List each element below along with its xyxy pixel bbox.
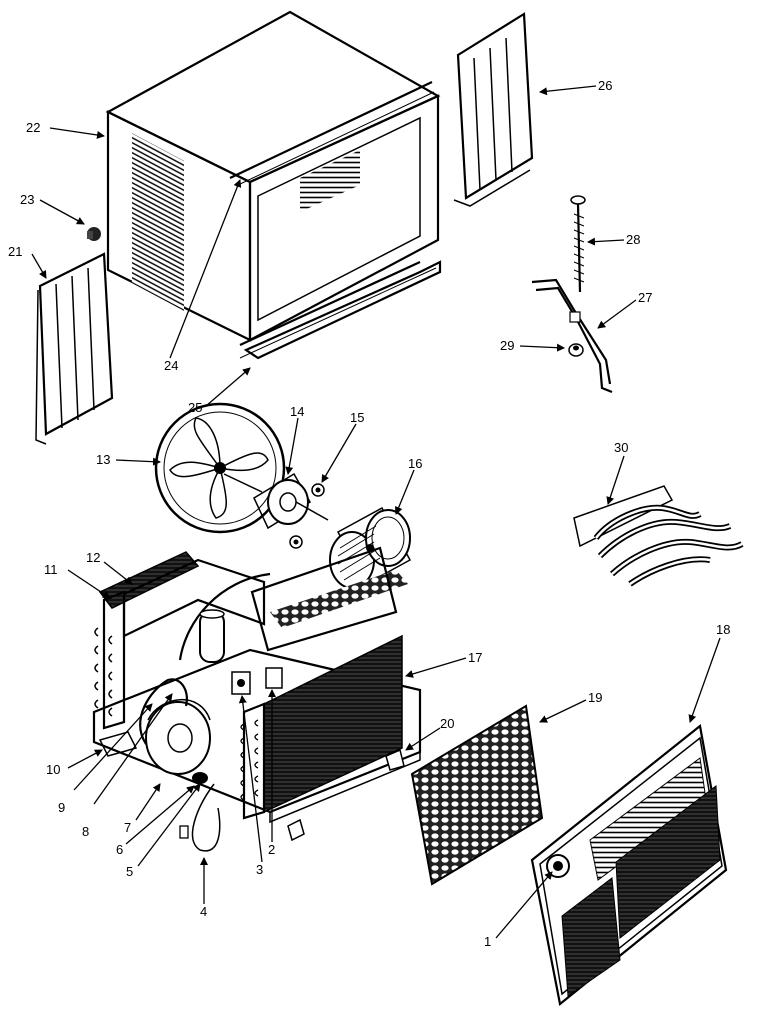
- callout-21: 21: [8, 244, 22, 259]
- fan-blade-part-13: [154, 402, 286, 534]
- cabinet-side-louvers: [132, 133, 184, 311]
- callout-labels: 22 23 21 24 25 26 28 27 29 30 13 14 15 1…: [8, 78, 730, 949]
- callout-18: 18: [716, 622, 730, 637]
- control-part-2: [231, 671, 251, 695]
- screw-part-23: [87, 227, 101, 241]
- motor-part-14: [223, 472, 329, 530]
- filter-part-19: [410, 704, 544, 886]
- callout-10: 10: [46, 762, 60, 777]
- callout-3: 3: [256, 862, 263, 877]
- callout-14: 14: [290, 404, 304, 419]
- callout-1: 1: [484, 934, 491, 949]
- power-cord-part-5: [191, 783, 221, 852]
- refrigerant-tube-part-8: [139, 678, 188, 745]
- callout-16: 16: [408, 456, 422, 471]
- nut-part-29: [568, 343, 584, 357]
- callout-8: 8: [82, 824, 89, 839]
- support-bracket-part-27: [531, 278, 613, 394]
- callout-12: 12: [86, 550, 100, 565]
- callout-2: 2: [268, 842, 275, 857]
- callout-23: 23: [20, 192, 34, 207]
- plug-part-4: [179, 825, 189, 839]
- leader-lines: [31, 85, 721, 939]
- callout-26: 26: [598, 78, 612, 93]
- cabinet-part-22: [105, 10, 441, 359]
- grommet-part-6: [192, 772, 208, 784]
- heater-element-part-30: [573, 485, 744, 587]
- bottom-rail-part-25: [243, 260, 442, 360]
- compressor-part-7: [145, 699, 211, 775]
- side-panel-part-26: [453, 12, 534, 207]
- grommet-part-15: [289, 483, 325, 549]
- callout-28: 28: [626, 232, 640, 247]
- clip-part-20: [385, 748, 405, 771]
- callout-5: 5: [126, 864, 133, 879]
- callout-24: 24: [164, 358, 178, 373]
- callout-7: 7: [124, 820, 131, 835]
- callout-15: 15: [350, 410, 364, 425]
- callout-22: 22: [26, 120, 40, 135]
- bolt-part-28: [570, 195, 586, 293]
- callout-19: 19: [588, 690, 602, 705]
- mount-part-10: [98, 731, 138, 757]
- callout-13: 13: [96, 452, 110, 467]
- callout-29: 29: [500, 338, 514, 353]
- callout-25: 25: [188, 400, 202, 415]
- callout-9: 9: [58, 800, 65, 815]
- callout-6: 6: [116, 842, 123, 857]
- callout-20: 20: [440, 716, 454, 731]
- callout-17: 17: [468, 650, 482, 665]
- callout-4: 4: [200, 904, 207, 919]
- callout-27: 27: [638, 290, 652, 305]
- thermostat-part-3: [265, 667, 283, 689]
- evaporator-coil-part-17: [240, 634, 403, 820]
- front-grille-part-18: [530, 723, 728, 1007]
- shroud-part-12: [122, 558, 271, 661]
- chassis-assembly: [92, 546, 422, 852]
- callout-30: 30: [614, 440, 628, 455]
- blower-wheel-part-16: [329, 506, 412, 589]
- callout-11: 11: [44, 562, 58, 577]
- side-panel-part-21: [35, 252, 114, 445]
